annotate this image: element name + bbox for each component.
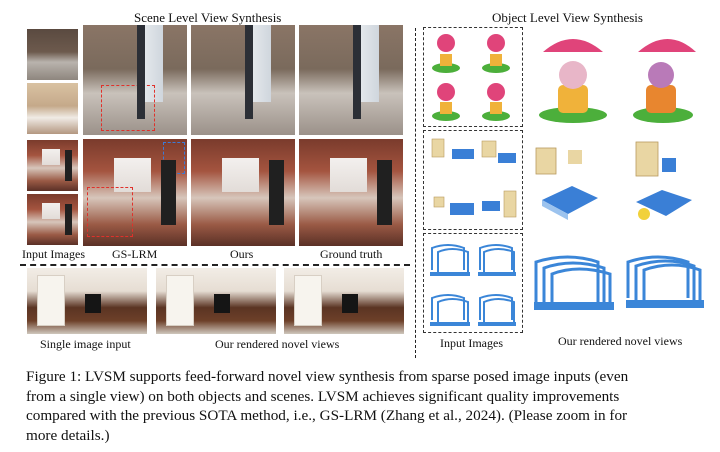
label-input-images: Input Images — [22, 247, 85, 261]
object-input-box-furniture — [423, 130, 523, 230]
section-divider-horizontal — [20, 264, 410, 266]
furniture-render-1 — [535, 147, 598, 220]
section-divider-vertical — [415, 28, 416, 358]
scene1-input-image-1 — [27, 29, 78, 80]
zoom-box-blue — [163, 142, 185, 174]
scene2-gs-lrm-render — [83, 139, 187, 246]
rack-input-thumbnails — [430, 244, 516, 326]
scene1-gs-lrm-render — [83, 25, 187, 135]
caption-line: more details.) — [26, 426, 110, 444]
rack-render-1 — [534, 255, 612, 310]
object-rendered-views — [534, 39, 704, 310]
label-gs-lrm: GS-LRM — [112, 247, 158, 261]
scene-level-title: Scene Level View Synthesis — [134, 10, 282, 25]
label-object-rendered-views: Our rendered novel views — [558, 334, 683, 348]
caption-line: compared with the previous SOTA method, … — [26, 407, 628, 424]
scene2-input-image-1 — [27, 140, 78, 191]
figure-caption: Figure 1: LVSM supports feed-forward nov… — [26, 367, 706, 445]
novel-view-1 — [156, 268, 276, 334]
zoom-box-red — [101, 85, 155, 131]
scene2-ground-truth — [299, 139, 403, 246]
label-single-image-input: Single image input — [40, 337, 131, 351]
label-object-input-images: Input Images — [440, 336, 503, 350]
object-input-box-rack — [423, 233, 523, 333]
object-level-title: Object Level View Synthesis — [492, 10, 643, 25]
scene2-input-image-2 — [27, 194, 78, 245]
furniture-input-thumbnails — [431, 138, 517, 218]
caption-line: from a single view) on both objects and … — [26, 387, 620, 405]
label-our-rendered-novel-views: Our rendered novel views — [215, 337, 340, 351]
label-ground-truth: Ground truth — [320, 247, 383, 261]
toy-render-2 — [633, 39, 696, 123]
scene1-ground-truth — [299, 25, 403, 135]
single-image-input — [27, 268, 147, 334]
object-input-box-toy — [423, 27, 523, 127]
rack-render-2 — [626, 255, 702, 306]
label-ours: Ours — [230, 247, 254, 261]
zoom-box-red — [87, 187, 133, 237]
toy-input-thumbnails — [432, 34, 510, 121]
scene1-input-image-2 — [27, 83, 78, 134]
toy-render-1 — [539, 39, 607, 123]
scene1-ours-render — [191, 25, 295, 135]
novel-view-2 — [284, 268, 404, 334]
furniture-render-2 — [635, 141, 692, 220]
scene2-ours-render — [191, 139, 295, 246]
caption-line: Figure 1: LVSM supports feed-forward nov… — [26, 368, 629, 385]
